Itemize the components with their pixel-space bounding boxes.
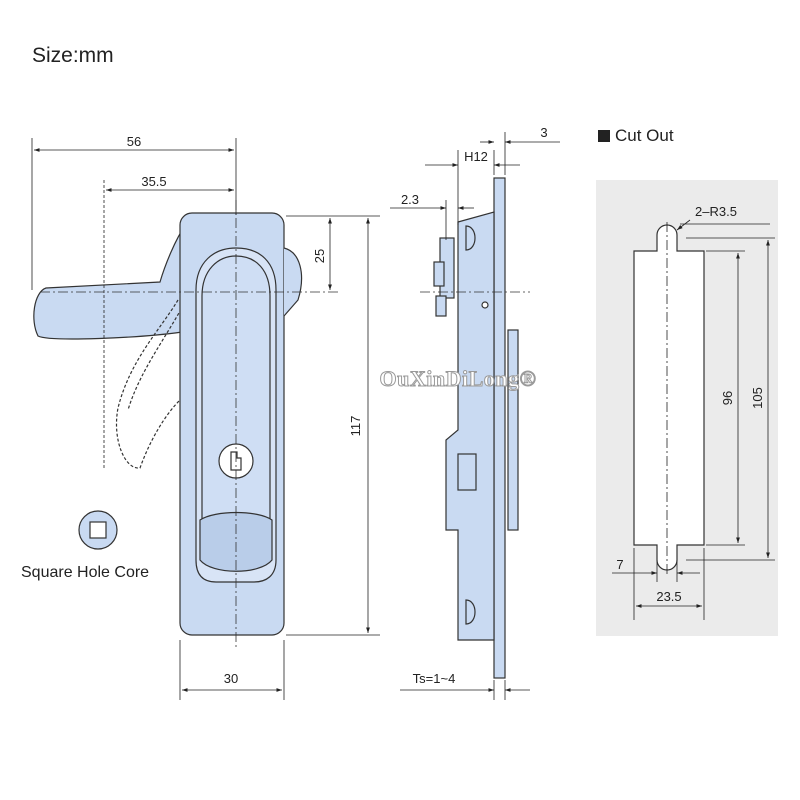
dim-radius: 2–R3.5: [695, 204, 737, 219]
mounting-plate: [493, 177, 506, 679]
size-unit-label: Size:mm: [32, 44, 114, 67]
dim-117: 117: [348, 416, 363, 437]
dim-105: 105: [750, 387, 765, 409]
dim-h12: H12: [464, 149, 488, 164]
rotated-handle-outline: [116, 299, 181, 469]
dim-3: 3: [540, 125, 547, 140]
cutout-dimensions: [612, 219, 775, 620]
front-dimensions: [31, 138, 380, 700]
cam-side: [283, 247, 303, 317]
side-view: [420, 177, 530, 679]
watermark: OuXinDiLong®: [380, 366, 537, 391]
front-view: [33, 200, 340, 650]
side-dimensions: [390, 132, 560, 700]
dim-23-5: 23.5: [656, 589, 681, 604]
dim-96: 96: [720, 391, 735, 405]
cutout-shape: [633, 224, 705, 571]
cutout-title-text: Cut Out: [615, 126, 674, 145]
handle-lever: [33, 221, 187, 340]
dim-35-5: 35.5: [141, 174, 166, 189]
dim-7: 7: [616, 557, 623, 572]
dim-25: 25: [312, 249, 327, 263]
dim-ts: Ts=1~4: [413, 671, 456, 686]
dim-56: 56: [127, 134, 141, 149]
dim-2-3: 2.3: [401, 192, 419, 207]
square-hole-core-label: Square Hole Core: [21, 564, 150, 581]
cutout-title: Cut Out: [598, 126, 674, 146]
square-bullet-icon: [598, 130, 610, 142]
dim-30: 30: [224, 671, 238, 686]
grip: [199, 511, 273, 572]
square-hole-core-icon: [78, 510, 118, 550]
side-body: [445, 211, 495, 641]
